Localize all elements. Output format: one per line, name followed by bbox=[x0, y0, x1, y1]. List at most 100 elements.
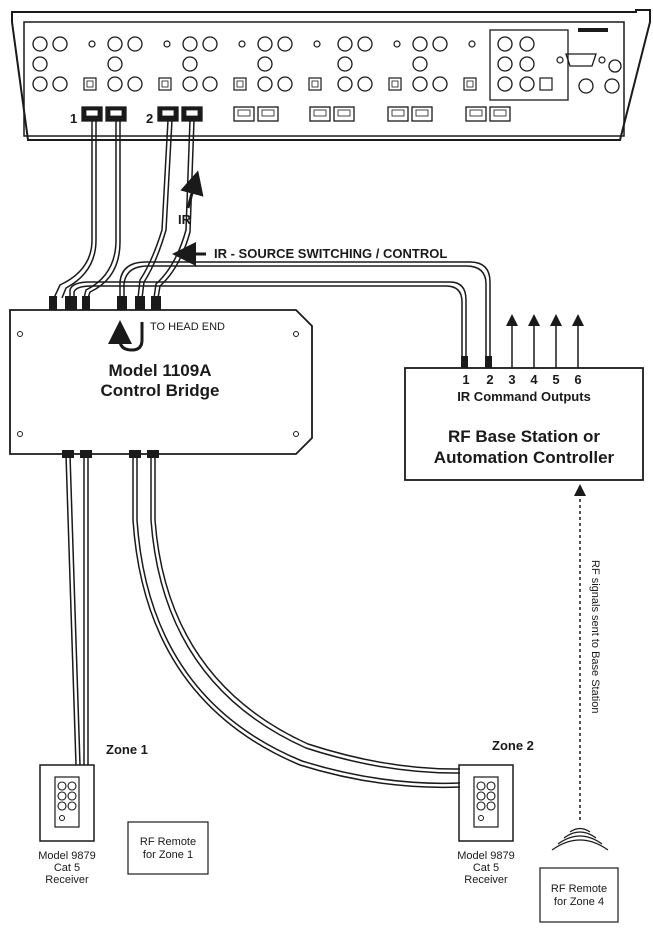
rca-jack-icon bbox=[257, 36, 273, 52]
zone1-group: Zone 1 Model 9879 Cat 5 Receiver RF Remo… bbox=[38, 742, 209, 886]
zone2-receiver-keypad bbox=[473, 776, 499, 828]
rj45-port-inner-icon bbox=[469, 109, 483, 117]
ir-output-number-3: 3 bbox=[508, 372, 515, 387]
zone1-receiver-line3: Receiver bbox=[45, 874, 89, 886]
ir-sensor-icon bbox=[478, 815, 484, 821]
keypad-button-icon bbox=[486, 801, 496, 811]
rca-jack-icon bbox=[337, 76, 353, 92]
square-jack-icon bbox=[388, 77, 402, 91]
square-jack-icon bbox=[539, 77, 553, 91]
rf-wave-icon-1 bbox=[569, 827, 591, 833]
zone1-receiver-plate bbox=[39, 764, 95, 842]
zone1-receiver-keypad bbox=[54, 776, 80, 828]
rf-signal-label: RF signals sent to Base Station bbox=[589, 560, 601, 713]
control-bridge-title-line2: Control Bridge bbox=[101, 381, 220, 400]
rj45-port-inner-icon bbox=[415, 109, 429, 117]
ir-switching-annotation: IR - SOURCE SWITCHING / CONTROL bbox=[172, 242, 447, 266]
keypad-button-icon bbox=[67, 791, 77, 801]
screw-icon bbox=[598, 56, 606, 64]
rj45-port-inner-icon bbox=[313, 109, 327, 117]
ir-output-connector-1 bbox=[461, 356, 468, 368]
control-bridge-title-line1: Model 1109A bbox=[109, 361, 212, 380]
rca-jack-icon bbox=[519, 76, 535, 92]
ir-output-number-5: 5 bbox=[552, 372, 559, 387]
zone1-keypad-buttons bbox=[57, 781, 77, 821]
rj45-port-inner-icon bbox=[109, 109, 123, 117]
square-jack-icon bbox=[308, 77, 322, 91]
ir-output-number-4: 4 bbox=[530, 372, 538, 387]
square-jack-inner-icon bbox=[161, 80, 169, 88]
square-jack-inner-icon bbox=[391, 80, 399, 88]
jack-grid bbox=[32, 29, 622, 101]
loop-arrow-icon bbox=[108, 320, 144, 352]
zone2-receiver-line1: Model 9879 bbox=[457, 850, 515, 862]
to-head-end-label: TO HEAD END bbox=[150, 321, 225, 333]
rca-jack-icon bbox=[32, 76, 48, 92]
indicator-dot-icon bbox=[468, 40, 476, 48]
rca-jack-icon bbox=[337, 56, 353, 72]
cable-bridge-to-ir-output-1 bbox=[69, 281, 467, 358]
cable-bridge-to-zone1-a bbox=[65, 454, 77, 766]
zone1-rf-remote-line2: for Zone 1 bbox=[143, 849, 193, 861]
square-jack-icon bbox=[463, 77, 477, 91]
rca-jack-icon bbox=[357, 76, 373, 92]
rca-jack-icon bbox=[608, 59, 622, 73]
ir-output-connectors bbox=[461, 356, 492, 368]
zone1-label: Zone 1 bbox=[106, 742, 148, 757]
rca-jack-icon bbox=[107, 36, 123, 52]
keypad-button-icon bbox=[57, 791, 67, 801]
cable-head-port2-a bbox=[137, 119, 169, 299]
rj45-port-inner-icon bbox=[161, 109, 175, 117]
rca-jack-icon bbox=[107, 76, 123, 92]
cable-head-port1-d bbox=[87, 120, 121, 299]
rca-jack-icon bbox=[202, 76, 218, 92]
rca-jack-icon bbox=[257, 56, 273, 72]
keypad-button-icon bbox=[486, 781, 496, 791]
cable-bridge-to-zone2-b bbox=[136, 455, 461, 785]
bridge-top-connector-1 bbox=[49, 296, 57, 310]
rca-jack-icon bbox=[337, 36, 353, 52]
rca-jack-icon bbox=[578, 78, 594, 94]
rf-wave-icon-4 bbox=[551, 839, 609, 851]
rca-jack-icon bbox=[412, 56, 428, 72]
rca-jack-icon bbox=[52, 36, 68, 52]
rca-jack-icon bbox=[182, 36, 198, 52]
square-jack-icon bbox=[158, 77, 172, 91]
ir-switching-label: IR - SOURCE SWITCHING / CONTROL bbox=[214, 246, 447, 261]
cable-bridge-to-zone1-b bbox=[69, 454, 81, 766]
zone4-rf-remote-line1: RF Remote bbox=[551, 883, 607, 895]
square-jack-inner-icon bbox=[311, 80, 319, 88]
control-bridge-body bbox=[9, 309, 313, 455]
rf-base-station: 1 2 3 4 5 6 IR Command Outputs RF Base S… bbox=[404, 314, 644, 481]
rj45-port-inner-icon bbox=[261, 109, 275, 117]
bridge-mount-hole-3 bbox=[293, 331, 299, 337]
rj45-port-inner-icon bbox=[493, 109, 507, 117]
indicator-dot-icon bbox=[393, 40, 401, 48]
rf-signal-path: RF signals sent to Base Station bbox=[551, 484, 609, 851]
ir-output-connector-2 bbox=[485, 356, 492, 368]
rj45-port-group bbox=[81, 106, 511, 122]
ir-output-number-1: 1 bbox=[462, 372, 469, 387]
indicator-dot-icon bbox=[88, 40, 96, 48]
square-jack-icon bbox=[83, 77, 97, 91]
cable-bridge-to-zone2-c bbox=[150, 455, 461, 774]
cable-bridge-to-zone2-a bbox=[132, 455, 461, 789]
rca-jack-icon bbox=[604, 78, 620, 94]
rca-jack-icon bbox=[497, 56, 513, 72]
bridge-top-connectors bbox=[49, 296, 161, 310]
cable-bridge-to-zone2-d bbox=[154, 455, 461, 770]
bridge-top-connector-2 bbox=[65, 296, 77, 310]
rca-jack-icon bbox=[519, 36, 535, 52]
rca-jack-icon bbox=[497, 76, 513, 92]
bridge-top-connector-5 bbox=[135, 296, 145, 310]
zone2-group: Zone 2 Model 9879 Cat 5 Receiver bbox=[457, 738, 534, 886]
bridge-mount-hole-4 bbox=[293, 431, 299, 437]
zone1-rf-remote-box bbox=[127, 821, 209, 875]
ir-arrow-shaft bbox=[180, 170, 204, 209]
cable-head-port1-c bbox=[83, 120, 117, 299]
zone1-receiver-line2: Cat 5 bbox=[54, 862, 80, 874]
screw-icon bbox=[556, 56, 564, 64]
keypad-button-icon bbox=[67, 781, 77, 791]
bridge-top-connector-3 bbox=[82, 296, 90, 310]
